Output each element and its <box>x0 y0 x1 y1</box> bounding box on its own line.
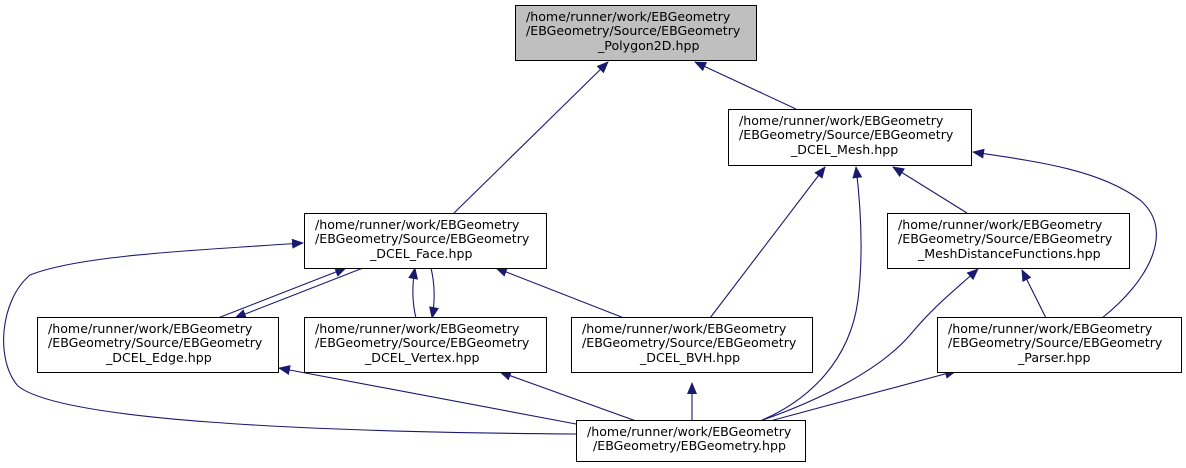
node-parser-line2: /EBGeometry/Source/EBGeometry <box>948 335 1163 351</box>
node-dcel-bvh[interactable]: /home/runner/work/EBGeometry /EBGeometry… <box>571 317 813 373</box>
edge-ebgeometry-to-vertex <box>499 371 637 422</box>
node-dcel-face-line2: /EBGeometry/Source/EBGeometry <box>315 231 530 247</box>
node-ebgeometry-line1: /home/runner/work/EBGeometry <box>587 424 792 439</box>
node-ebgeometry-line2: /EBGeometry/EBGeometry.hpp <box>593 438 787 454</box>
node-mesh-distance-line3: _MeshDistanceFunctions.hpp <box>918 245 1101 261</box>
edge-face-to-polygon2d <box>452 61 609 215</box>
node-dcel-edge-line1: /home/runner/work/EBGeometry <box>48 321 253 336</box>
node-dcel-bvh-line1: /home/runner/work/EBGeometry <box>582 321 787 336</box>
node-dcel-bvh-line3: _DCEL_BVH.hpp <box>640 349 741 365</box>
node-dcel-face[interactable]: /home/runner/work/EBGeometry /EBGeometry… <box>304 213 547 269</box>
edge-face-to-vertex <box>429 267 439 319</box>
node-dcel-mesh[interactable]: /home/runner/work/EBGeometry /EBGeometry… <box>728 109 972 166</box>
edge-parser-to-meshdist <box>1021 269 1047 319</box>
node-parser[interactable]: /home/runner/work/EBGeometry /EBGeometry… <box>937 317 1182 373</box>
node-dcel-mesh-line2: /EBGeometry/Source/EBGeometry <box>739 127 954 143</box>
node-polygon2d-line1: /home/runner/work/EBGeometry <box>526 9 731 24</box>
node-dcel-mesh-line3: _DCEL_Mesh.hpp <box>791 141 899 157</box>
edge-ebgeometry-to-meshdist <box>759 268 979 422</box>
edge-ebgeometry-to-mesh <box>759 166 863 422</box>
edge-edge-to-face <box>217 267 347 319</box>
node-polygon2d[interactable]: /home/runner/work/EBGeometry /EBGeometry… <box>515 5 757 61</box>
edge-vertex-to-face <box>408 267 419 319</box>
edge-ebgeometry-to-edge <box>278 365 577 425</box>
node-parser-line1: /home/runner/work/EBGeometry <box>948 321 1153 336</box>
edge-ebgeometry-to-parser <box>769 369 957 422</box>
node-dcel-vertex-line3: _DCEL_Vertex.hpp <box>365 349 480 365</box>
edge-bvh-to-mesh <box>709 166 826 319</box>
node-dcel-edge-line2: /EBGeometry/Source/EBGeometry <box>48 335 263 351</box>
node-mesh-distance-line1: /home/runner/work/EBGeometry <box>898 217 1103 232</box>
edge-parser-to-mesh <box>972 148 1157 319</box>
edge-bvh-to-face <box>495 267 625 319</box>
node-dcel-edge[interactable]: /home/runner/work/EBGeometry /EBGeometry… <box>37 317 279 373</box>
node-dcel-vertex-line2: /EBGeometry/Source/EBGeometry <box>315 335 530 351</box>
node-polygon2d-line2: /EBGeometry/Source/EBGeometry <box>526 23 741 39</box>
node-dcel-edge-line3: _DCEL_Edge.hpp <box>106 349 212 365</box>
node-parser-line3: _Parser.hpp <box>1018 349 1091 365</box>
node-dcel-bvh-line2: /EBGeometry/Source/EBGeometry <box>582 335 797 351</box>
node-dcel-vertex-line1: /home/runner/work/EBGeometry <box>315 321 520 336</box>
node-dcel-mesh-line1: /home/runner/work/EBGeometry <box>739 113 944 128</box>
node-dcel-face-line3: _DCEL_Face.hpp <box>370 245 473 261</box>
node-polygon2d-line3: _Polygon2D.hpp <box>598 37 700 53</box>
edge-ebgeometry-to-face <box>3 238 577 435</box>
node-dcel-vertex[interactable]: /home/runner/work/EBGeometry /EBGeometry… <box>304 317 547 373</box>
node-mesh-distance-line2: /EBGeometry/Source/EBGeometry <box>898 231 1113 247</box>
edge-mesh-to-polygon2d <box>694 61 797 110</box>
node-ebgeometry[interactable]: /home/runner/work/EBGeometry /EBGeometry… <box>576 420 806 462</box>
edge-meshdist-to-mesh <box>892 166 968 214</box>
node-dcel-face-line1: /home/runner/work/EBGeometry <box>315 217 520 232</box>
node-mesh-distance-functions[interactable]: /home/runner/work/EBGeometry /EBGeometry… <box>887 213 1130 269</box>
edge-face-to-edge <box>234 267 364 319</box>
